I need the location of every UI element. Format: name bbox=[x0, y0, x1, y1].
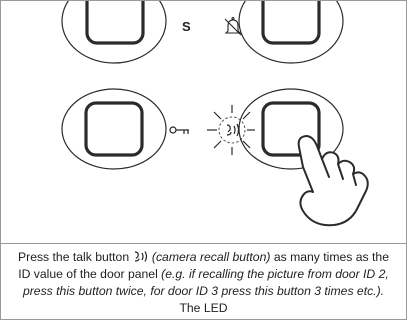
device-illustration: S bbox=[61, 1, 369, 227]
key-icon bbox=[169, 126, 189, 134]
top-right-button bbox=[238, 1, 344, 64]
talk-glow bbox=[207, 105, 255, 155]
bell-slash-icon bbox=[224, 16, 242, 36]
caption-part-3: as many times as the ID value of the doo… bbox=[18, 250, 389, 281]
pointing-hand-icon bbox=[297, 135, 369, 227]
s-label: S bbox=[182, 19, 191, 34]
caption-part-4: (e.g. if recalling the picture from door… bbox=[22, 267, 389, 298]
caption-divider bbox=[1, 243, 406, 244]
caption-part-1: Press the talk button bbox=[18, 250, 130, 264]
talk-symbol-icon bbox=[134, 251, 147, 262]
caption-part-5: The LED bbox=[179, 301, 228, 315]
instruction-caption: Press the talk button (camera recall but… bbox=[11, 249, 396, 317]
top-left-button bbox=[61, 1, 167, 64]
caption-part-2: (camera recall button) bbox=[151, 250, 271, 264]
key-button bbox=[61, 88, 167, 170]
talk-button bbox=[238, 88, 344, 170]
